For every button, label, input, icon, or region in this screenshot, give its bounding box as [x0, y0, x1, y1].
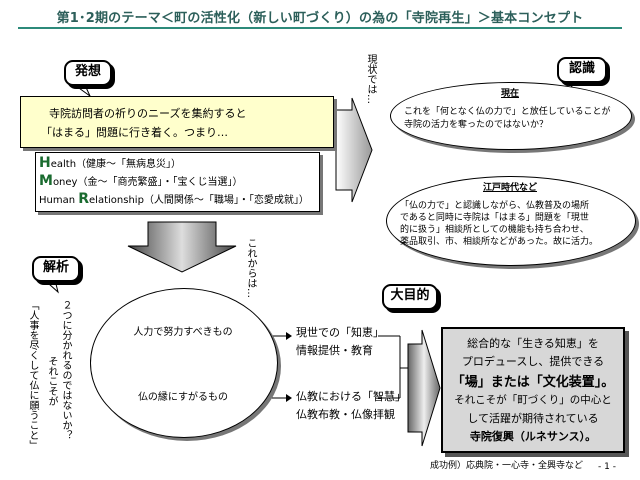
genze-line-1: 現世での「知恵」	[296, 326, 384, 339]
hmr-relationship: Human Relationship（人間関係～「職場」・「恋愛成就」）	[39, 191, 309, 207]
edo-line-3: 的に扱う」相談所としての機能も持ち合わせ、	[400, 225, 589, 235]
arrow-to-recognition	[335, 97, 373, 203]
vtext-two: ２つに分かれるのではないか？	[60, 300, 71, 440]
hmr-money-desc: （金～「商売繁盛」・「宝くじ当選」）	[77, 177, 243, 188]
vtext-korekara: これからは…	[245, 238, 256, 298]
vtext-sorekoso: それこそが	[46, 356, 57, 406]
goal-line-3: 「場」または「文化装置」。	[451, 375, 615, 390]
hmr-health: Health（健康～「無病息災」）	[39, 155, 181, 171]
goal-line-2: プロデュースし、提供できる	[461, 355, 605, 368]
hmr-relationship-initial: R	[78, 191, 90, 207]
edo-bubble	[386, 176, 636, 266]
hmr-money-initial: M	[39, 173, 53, 189]
present-line-2: 寺院の活力を奪ったのではないか？	[404, 120, 549, 130]
genze-line-2: 情報提供・教育	[296, 344, 373, 357]
page-title: 第1･2期のテーマ＜町の活性化（新しい町づくり）の為の「寺院再生」＞基本コンセプ…	[56, 11, 584, 26]
hmr-relationship-prefix: Human	[39, 195, 79, 206]
arrow-to-goal	[407, 329, 441, 447]
hmr-money-word: oney	[52, 177, 78, 188]
present-line-1: これを「何となく仏の力で」と放任していることが	[404, 107, 611, 117]
goal-line-1: 総合的な「生きる知恵」を	[467, 337, 599, 350]
goal-line-5: して活躍が期待されている	[467, 412, 599, 425]
present-bubble	[390, 82, 632, 150]
idea-box: 寺院訪問者の祈りのニーズを集約すると 「はまる」問題に行き着く。つまり…	[20, 96, 334, 148]
label-ninshiki: 認識	[557, 57, 607, 83]
goal-line-6: 寺院復興（ルネサンス）。	[469, 430, 597, 443]
bukkyo-line-2: 仏教布教・仏像拝観	[296, 408, 395, 421]
analysis-circle	[90, 288, 278, 438]
goal-line-4: それこそが「町づくり」の中心と	[454, 394, 612, 406]
present-heading: 現在	[500, 89, 519, 99]
hmr-relationship-desc: （人間関係～「職場」・「恋愛成就」）	[143, 195, 309, 206]
success-examples: 成功例）応典院・一心寺・全興寺など	[430, 461, 584, 471]
page-number: - 1 -	[598, 462, 616, 472]
circle-upper-label: 人力で努力すべきもの	[133, 327, 233, 338]
idea-line-1: 寺院訪問者の祈りのニーズを集約すると	[49, 107, 247, 120]
hmr-health-word: ealth	[50, 159, 77, 170]
title-rule	[18, 27, 622, 29]
arrow-down	[127, 221, 237, 273]
hmr-relationship-word: elationship	[89, 195, 144, 206]
label-daimokuteki: 大目的	[382, 284, 438, 310]
circle-lower-label: 仏の縁にすがるもの	[137, 392, 229, 403]
hmr-money: Money（金～「商売繁盛」・「宝くじ当選」）	[39, 173, 242, 189]
label-hasso: 発想	[64, 60, 112, 86]
edo-line-4: 薬品取引、市、相談所などがあった。故に活力。	[400, 237, 599, 247]
bukkyo-line-1: 仏教における「智慧」	[296, 390, 406, 403]
hmr-box: Health（健康～「無病息災」） Money（金～「商売繁盛」・「宝くじ当選」…	[35, 152, 320, 212]
hmr-health-initial: H	[39, 155, 51, 171]
idea-line-2: 「はまる」問題に行き着く。つまり…	[41, 126, 228, 139]
vtext-jinji: 「人事を尽くして仏に願うこと」	[27, 300, 38, 450]
label-kaiseki: 解析	[32, 256, 80, 282]
hmr-health-desc: （健康～「無病息災」）	[76, 159, 182, 170]
goal-box: 総合的な「生きる知恵」を プロデュースし、提供できる 「場」または「文化装置」。…	[441, 327, 625, 453]
edo-line-2: であると同時に寺院は「はまる」問題を「現世	[400, 213, 589, 223]
edo-line-1: 「仏の力で」と認識しながら、仏教普及の場所	[400, 201, 590, 211]
edo-heading: 江戸時代など	[482, 183, 537, 193]
vtext-genjo: 現状では…	[365, 54, 376, 104]
